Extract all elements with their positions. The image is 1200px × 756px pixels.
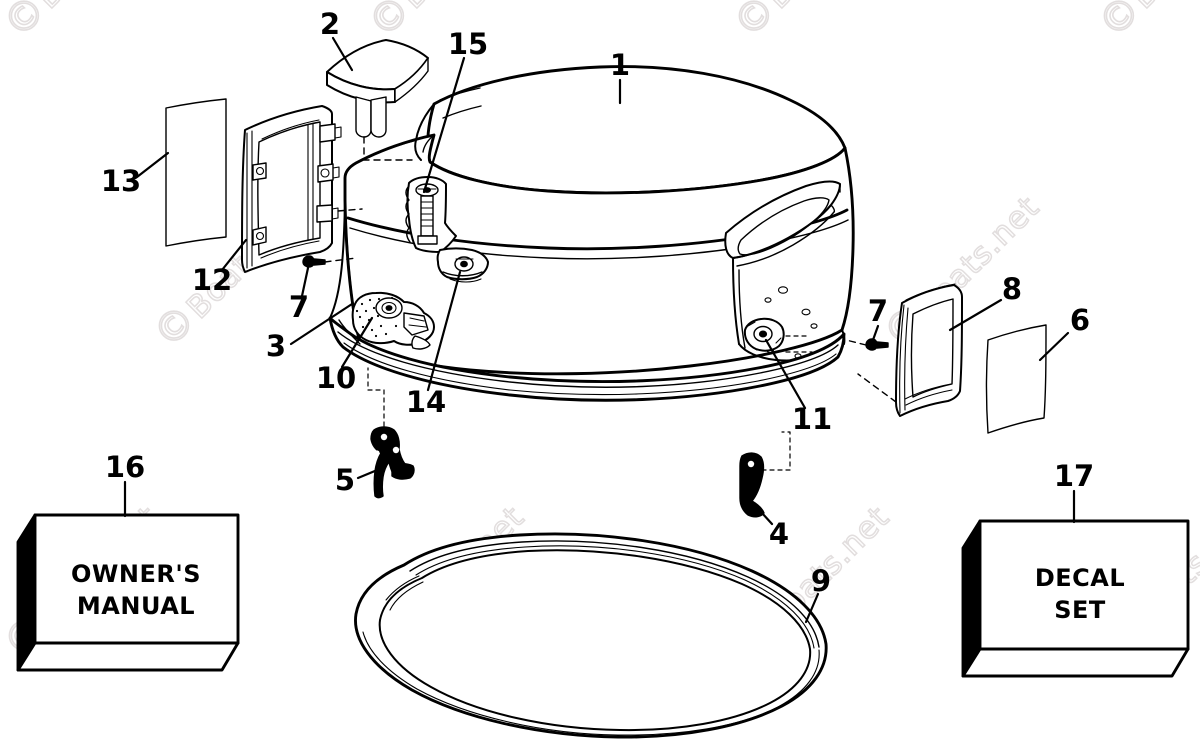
callout-owners-manual-box: 16 bbox=[105, 450, 145, 484]
part-17-decal-set-box bbox=[961, 519, 1190, 678]
assembly-guide-lines bbox=[324, 136, 897, 471]
part-4-latch-bracket-right bbox=[739, 452, 765, 518]
callout-screw: 7 bbox=[289, 290, 309, 324]
callout-cover-plug-cap: 2 bbox=[320, 7, 340, 41]
owners-manual-line2: MANUAL bbox=[77, 592, 195, 620]
part-16-owners-manual-box bbox=[16, 513, 240, 672]
callout-vent-grille-frame: 12 bbox=[192, 263, 232, 297]
callout-screw: 7 bbox=[868, 294, 888, 328]
part-10-latch-lever-assembly bbox=[351, 291, 435, 350]
part-8-cover-plate-right bbox=[895, 283, 963, 417]
part-12-vent-grille-frame bbox=[241, 105, 342, 273]
callout-latch-pin: 14 bbox=[406, 385, 446, 419]
part-2-cover-plug bbox=[326, 39, 429, 138]
part-11-latch-knob bbox=[743, 317, 785, 352]
callout-cowl-seal-gasket: 9 bbox=[811, 564, 831, 598]
part-7-screw-right bbox=[865, 338, 889, 351]
part-6-decal-right bbox=[985, 324, 1047, 434]
part-3-screw bbox=[302, 255, 326, 268]
decal-set-line2: SET bbox=[1054, 596, 1106, 624]
leader-lines bbox=[123, 36, 1076, 624]
callout-latch-stud-bolt: 15 bbox=[448, 27, 488, 61]
callout-decal-set-box: 17 bbox=[1054, 459, 1094, 493]
callout-latch-lever-assembly: 10 bbox=[316, 361, 356, 395]
decal-set-line1: DECAL bbox=[1035, 564, 1125, 592]
callout-decal-right: 6 bbox=[1070, 303, 1090, 337]
callout-latch-knob: 11 bbox=[792, 402, 832, 436]
decal-set-label: DECAL SET bbox=[1035, 564, 1125, 624]
owners-manual-line1: OWNER'S bbox=[71, 560, 201, 588]
part-9-cowl-seal-gasket bbox=[354, 532, 828, 739]
callout-latch-bracket-right: 4 bbox=[769, 517, 789, 551]
part-1-engine-cover bbox=[328, 65, 855, 402]
callout-engine-cover-hood: 1 bbox=[610, 48, 630, 82]
owners-manual-label: OWNER'S MANUAL bbox=[71, 560, 201, 620]
callout-screw-fastener: 3 bbox=[266, 329, 286, 363]
callout-decal-left: 13 bbox=[101, 164, 141, 198]
part-5-latch-bracket-left bbox=[370, 426, 415, 499]
callout-latch-bracket-left: 5 bbox=[335, 463, 355, 497]
callout-cover-plate-right: 8 bbox=[1002, 272, 1022, 306]
part-13-decal-left bbox=[165, 98, 227, 247]
part-latch-bracket-assembly bbox=[405, 176, 489, 283]
